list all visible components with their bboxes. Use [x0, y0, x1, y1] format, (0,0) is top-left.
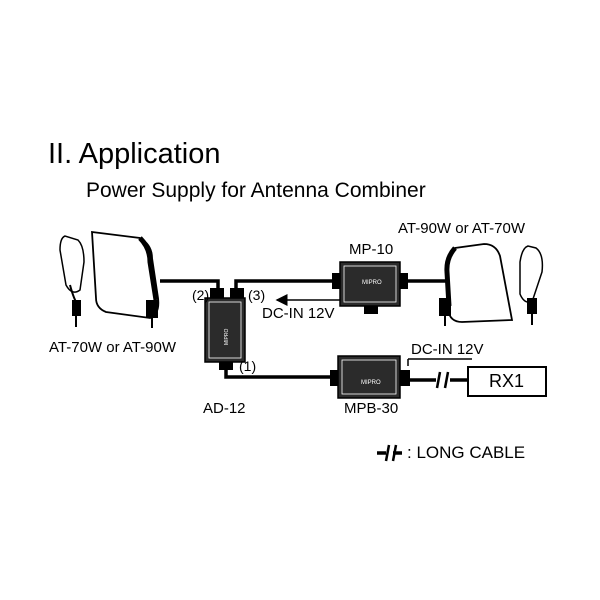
port-2-label: (2) — [192, 287, 210, 303]
dcin-label-mp10: DC-IN 12V — [262, 305, 335, 322]
legend-long-cable-icon — [377, 444, 402, 462]
mpb30-brand: MIPRO — [361, 380, 381, 386]
mp10-brand: MIPRO — [362, 280, 382, 286]
port-3-label: (3) — [248, 287, 266, 303]
right-antenna — [439, 243, 544, 326]
rx1-box — [467, 366, 547, 397]
long-cable-break-icon — [435, 371, 450, 389]
mpb30-device: MIPRO — [330, 355, 410, 399]
left-antenna — [59, 230, 160, 328]
section-title: II. Application — [48, 138, 221, 170]
dcin-label-mpb30: DC-IN 12V — [411, 341, 484, 358]
cable-left-antenna — [160, 279, 220, 290]
rx1-label: RX1 — [489, 371, 525, 391]
left-antenna-label: AT-70W or AT-90W — [49, 339, 176, 356]
ad12-label: AD-12 — [203, 400, 246, 417]
mpb30-label: MPB-30 — [344, 400, 399, 417]
ad12-brand: MIPRO — [224, 329, 230, 346]
cable-ad12-mpb30 — [224, 368, 336, 379]
section-subtitle: Power Supply for Antenna Combiner — [86, 179, 426, 202]
port-1-label: (1) — [239, 358, 257, 374]
cable-ad12-mp10 — [234, 279, 340, 290]
mp10-label: MP-10 — [349, 241, 394, 258]
mp10-device: MIPRO — [332, 261, 408, 314]
ad12-device: MIPRO — [204, 288, 246, 370]
legend-long-cable-label: : LONG CABLE — [407, 443, 526, 462]
right-antenna-label: AT-90W or AT-70W — [398, 220, 525, 237]
